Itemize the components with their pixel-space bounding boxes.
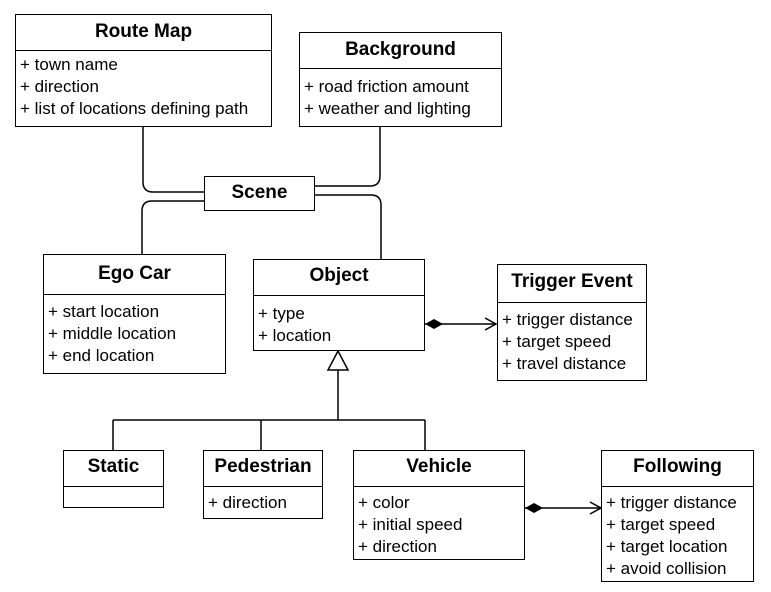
following-title: Following [602,451,753,487]
route-map-attr: + direction [20,77,99,96]
pedestrian-attr: + direction [208,493,287,512]
pedestrian-class: Pedestrian + direction [203,450,323,519]
scene-ego-car-link [141,200,204,254]
scene-object-link [315,194,382,259]
ego-car-title: Ego Car [44,255,225,295]
trigger-event-attr: + trigger distance [502,310,633,329]
ego-car-attr: + middle location [48,324,177,343]
object-attr: + location [258,326,332,345]
vehicle-attr: + color [358,493,410,512]
following-attributes: + trigger distance + target speed + targ… [602,487,753,580]
route-map-attr: + list of locations defining path [20,99,249,118]
object-class: Object + type + location [253,259,425,351]
route-map-class: Route Map + town name + direction + list… [15,14,272,127]
generalization-triangle [326,349,350,371]
vehicle-title: Vehicle [354,451,524,487]
ego-car-class: Ego Car + start location + middle locati… [43,254,226,374]
route-map-title: Route Map [16,15,271,51]
background-attributes: + road friction amount + weather and lig… [300,69,501,120]
following-attr: + avoid collision [606,559,727,578]
background-class: Background + road friction amount + weat… [299,32,502,127]
ego-car-attr: + start location [48,302,160,321]
trigger-arrowhead [484,317,498,331]
following-class: Following + trigger distance + target sp… [601,450,754,582]
trigger-event-attr: + target speed [502,332,612,351]
trigger-event-title: Trigger Event [498,265,646,303]
following-attr: + target speed [606,515,716,534]
scene-class: Scene [204,176,315,211]
background-attr: + road friction amount [304,77,469,96]
trigger-event-attr: + travel distance [502,354,627,373]
vehicle-attr: + direction [358,537,437,556]
object-attributes: + type + location [254,296,424,347]
pedestrian-attributes: + direction [204,487,322,514]
object-title: Object [254,260,424,296]
vehicle-attributes: + color + initial speed + direction [354,487,524,558]
background-scene-link [315,126,381,187]
vehicle-class: Vehicle + color + initial speed + direct… [353,450,525,560]
object-attr: + type [258,304,305,323]
ego-car-attr: + end location [48,346,155,365]
object-composition-diamond [425,319,443,329]
vehicle-composition-diamond [525,503,543,513]
background-title: Background [300,33,501,69]
background-attr: + weather and lighting [304,99,471,118]
trigger-event-attributes: + trigger distance + target speed + trav… [498,303,646,375]
vehicle-attr: + initial speed [358,515,463,534]
ego-car-attributes: + start location + middle location + end… [44,295,225,367]
following-attr: + target location [606,537,728,556]
following-attr: + trigger distance [606,493,737,512]
trigger-event-class: Trigger Event + trigger distance + targe… [497,264,647,381]
static-class: Static [63,450,164,508]
pedestrian-title: Pedestrian [204,451,322,487]
route-map-scene-link [142,126,204,193]
route-map-attr: + town name [20,55,118,74]
route-map-attributes: + town name + direction + list of locati… [16,51,271,120]
scene-title: Scene [231,182,288,203]
static-title: Static [64,451,163,487]
